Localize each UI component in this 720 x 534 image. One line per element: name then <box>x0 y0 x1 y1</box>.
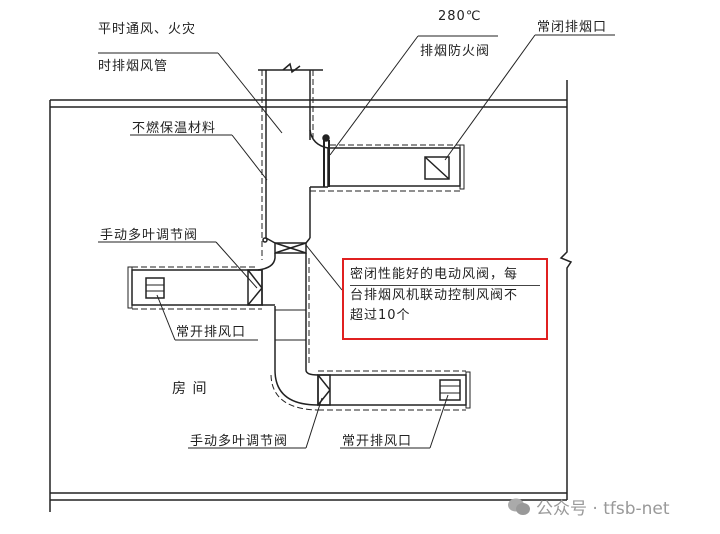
top-branch-duct <box>310 134 465 192</box>
normally-open-outlet-symbol <box>145 277 165 299</box>
label-duct-line2: 时排烟风管 <box>98 59 169 74</box>
label-manual-damper-bottom: 手动多叶调节阀 <box>190 434 289 449</box>
label-normally-closed-outlet: 常闭排烟口 <box>537 20 608 35</box>
left-branch-duct <box>127 266 275 310</box>
note-line-1: 密闭性能好的电动风阀，每 <box>350 265 540 286</box>
watermark-text: 公众号 · tfsb-net <box>536 499 670 519</box>
leader-lines <box>98 34 615 449</box>
main-riser-duct <box>257 62 329 411</box>
watermark: 公众号 · tfsb-net <box>508 494 670 519</box>
highlight-note-box: 密闭性能好的电动风阀，每 台排烟风机联动控制风阀不 超过10个 <box>342 258 548 340</box>
building-outline <box>49 80 573 512</box>
label-duct-line1: 平时通风、火灾 <box>98 22 197 37</box>
label-normally-open-left: 常开排风口 <box>176 325 247 340</box>
normally-open-outlet-symbol <box>439 379 461 401</box>
label-normally-open-bottom: 常开排风口 <box>342 434 413 449</box>
normally-closed-outlet-symbol <box>424 156 450 180</box>
wechat-icon <box>508 498 530 515</box>
label-manual-damper-left: 手动多叶调节阀 <box>100 228 199 243</box>
bottom-branch-duct <box>317 370 471 411</box>
label-room: 房 间 <box>172 381 208 397</box>
manual-damper-symbol <box>247 269 263 306</box>
label-fire-damper: 排烟防火阀 <box>420 44 491 59</box>
note-line-2: 台排烟风机联动控制风阀不 <box>350 288 519 303</box>
label-insulation: 不燃保温材料 <box>132 121 217 136</box>
manual-damper-symbol <box>317 374 331 406</box>
label-temperature: 280℃ <box>438 9 482 24</box>
note-line-3: 超过10个 <box>350 308 411 323</box>
